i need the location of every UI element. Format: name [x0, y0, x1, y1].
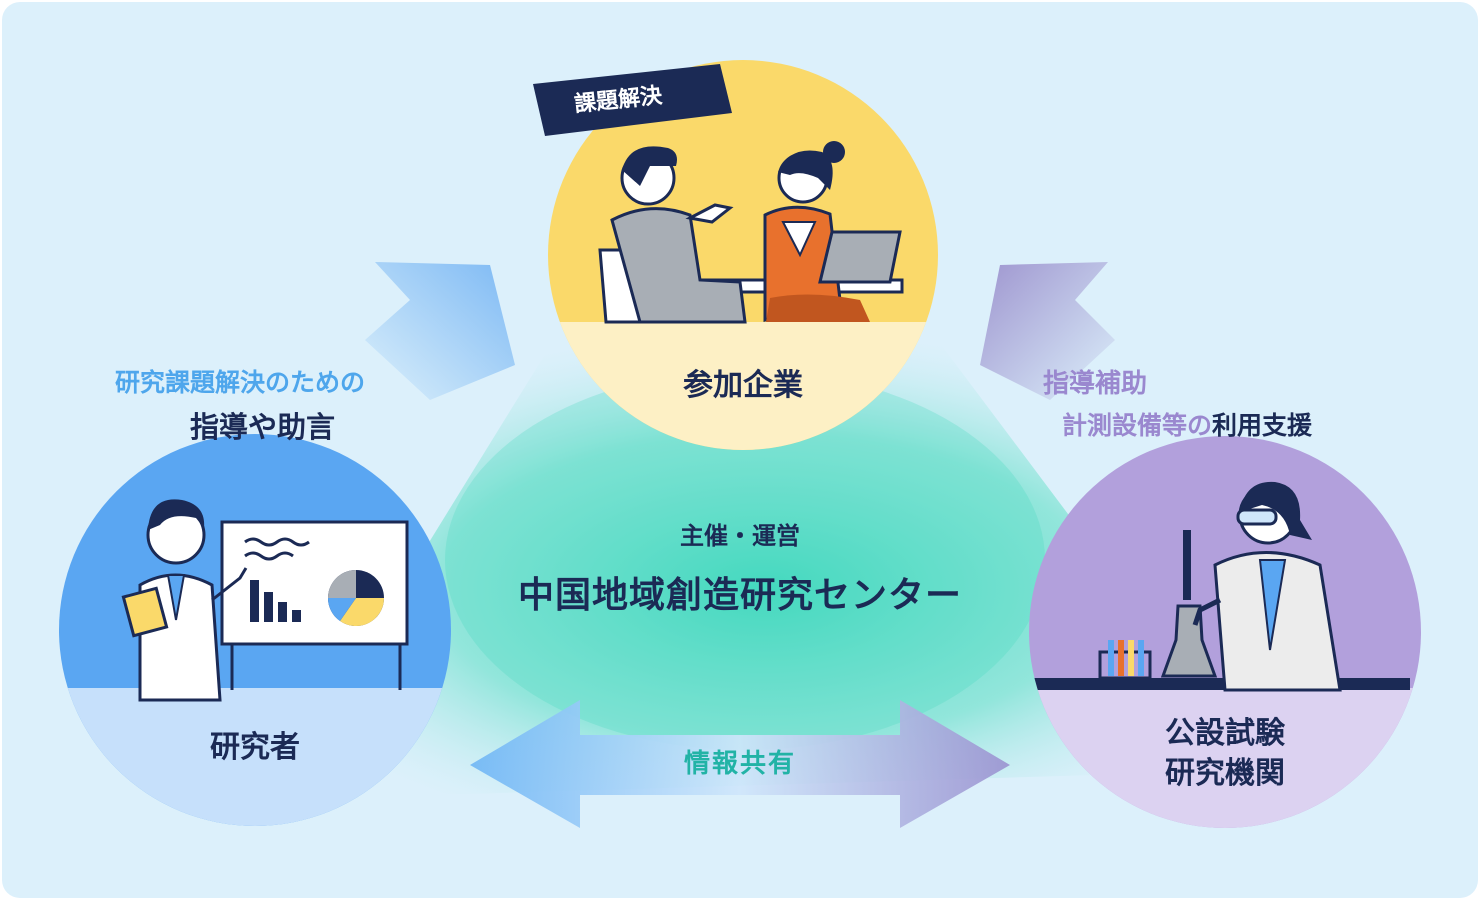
- arrow-left-up: [365, 262, 515, 400]
- center-glow: [445, 370, 1045, 750]
- researcher-circle: [59, 434, 451, 826]
- left-annotation-line1: 研究課題解決のための: [115, 368, 366, 397]
- right-annotation-line2-a: 計測設備等の: [1062, 411, 1213, 440]
- company-label: 参加企業: [683, 368, 803, 403]
- institute-label-line1: 公設試験: [1165, 716, 1285, 751]
- center-subtitle: 主催・運営: [680, 522, 800, 550]
- left-annotation-line2: 指導や助言: [190, 410, 336, 444]
- center-title: 中国地域創造研究センター: [517, 575, 962, 616]
- badge-box: [533, 64, 732, 136]
- right-annotation-line2: 計測設備等の利用支援: [1062, 406, 1312, 442]
- right-annotation-line2-b: 利用支援: [1212, 411, 1313, 440]
- share-arrow: [470, 700, 1010, 828]
- arrow-right-up: [980, 262, 1115, 400]
- share-label: 情報共有: [683, 749, 796, 779]
- right-annotation-line1: 指導補助: [1043, 369, 1148, 399]
- researcher-label: 研究者: [210, 730, 300, 765]
- company-circle: [548, 60, 938, 450]
- center-triangle: [270, 330, 1260, 800]
- institute-label-line2: 研究機関: [1165, 756, 1285, 791]
